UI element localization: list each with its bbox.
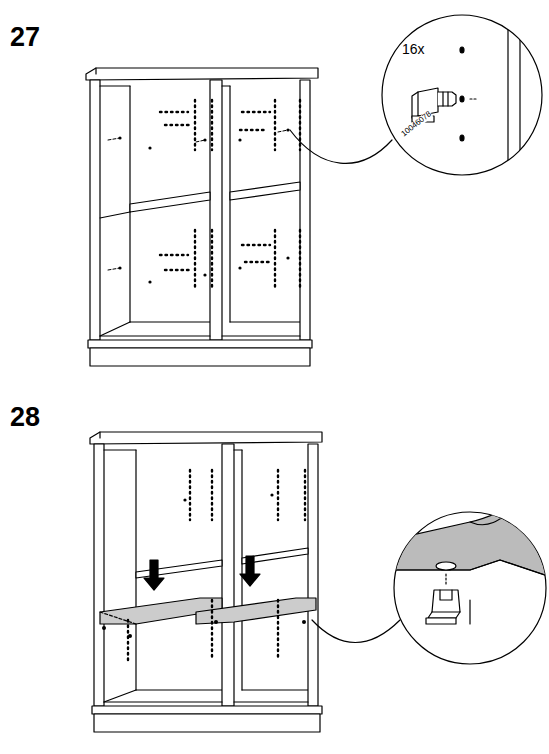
step-number: 28: [10, 404, 40, 431]
callout-detail-27: [290, 10, 542, 180]
callout-detail-28: [312, 505, 549, 664]
cabinet-step-27: [86, 68, 318, 366]
step-number: 27: [10, 24, 40, 51]
cabinet-step-28: [90, 432, 322, 732]
quantity-label: 16x: [402, 42, 425, 56]
